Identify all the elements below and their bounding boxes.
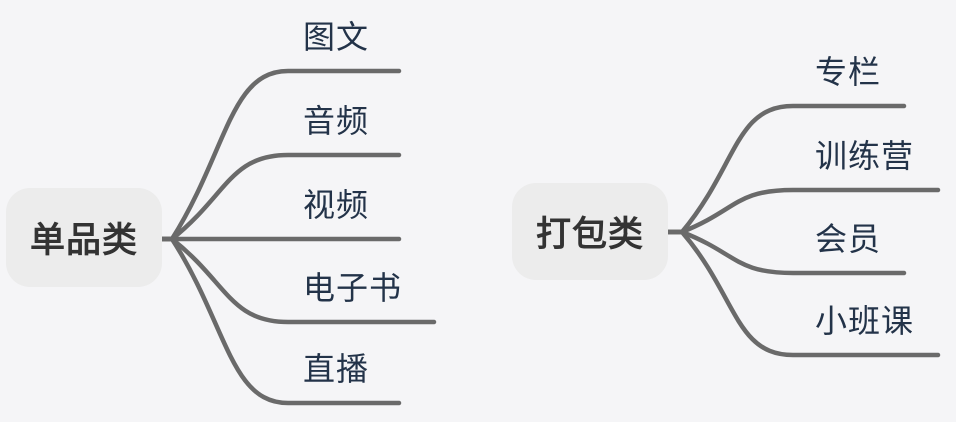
branch-node-label[interactable]: 小班课 bbox=[815, 303, 915, 339]
branch-connector-line bbox=[663, 187, 941, 235]
root-node-label: 打包类 bbox=[535, 215, 644, 254]
branch-node-label[interactable]: 视频 bbox=[303, 187, 370, 223]
branch-node-label[interactable]: 会员 bbox=[815, 221, 882, 257]
branch-node-label[interactable]: 训练营 bbox=[815, 138, 915, 174]
branch-connector-line bbox=[157, 236, 402, 406]
branch-connector-line bbox=[663, 229, 941, 358]
branch-node-label[interactable]: 电子书 bbox=[303, 270, 403, 306]
branch-node-label[interactable]: 图文 bbox=[303, 19, 370, 55]
branch-node-label[interactable]: 直播 bbox=[303, 351, 370, 387]
branch-connector-line bbox=[157, 236, 437, 325]
root-node-label: 单品类 bbox=[29, 221, 138, 260]
branch-node-label[interactable]: 音频 bbox=[303, 103, 370, 139]
branch-connector-line bbox=[157, 68, 402, 242]
branch-node-label[interactable]: 专栏 bbox=[815, 54, 882, 90]
root-node-single-item-category[interactable]: 单品类 bbox=[6, 188, 162, 287]
branch-connector-line bbox=[663, 229, 907, 276]
branch-connector-line bbox=[157, 152, 402, 242]
root-node-package-category[interactable]: 打包类 bbox=[512, 183, 668, 280]
branch-connector-line bbox=[663, 103, 907, 235]
